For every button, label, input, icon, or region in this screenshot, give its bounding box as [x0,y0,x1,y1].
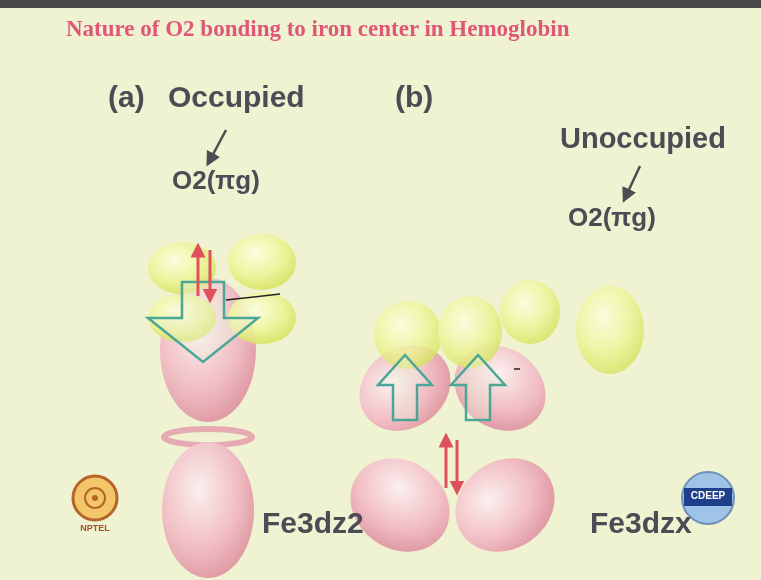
logo-ring [85,488,105,508]
orbital-name: Fe3dz2 [262,506,364,541]
orbital-lobe [437,439,573,571]
panel-letter: (a) [108,80,145,115]
slide-title: Nature of O2 bonding to iron center in H… [66,16,569,42]
panel-letter: (b) [395,80,433,115]
orbital-lobe [162,442,254,578]
callout-arrow [210,130,226,160]
orbital-state: Occupied [168,80,305,115]
orbital-lobe [332,439,468,571]
callout-arrow [626,166,640,196]
orbital-lobe [500,280,560,344]
logo-text: CDEEP [691,490,725,502]
back-donation-arrow [378,355,432,420]
donation-arrow [148,282,258,362]
top-bar [0,0,761,8]
orbital-lobe [438,296,502,368]
nptel-logo [73,476,117,520]
logo-band [684,488,732,506]
orbital-name: O2(πg) [568,203,656,233]
logo-dot [92,495,98,501]
slide-ground [0,8,761,580]
electron-spin-up [445,440,448,488]
fe-dzx-orbital [332,328,573,571]
orbital-lobe [576,286,644,374]
back-donation-arrow [451,355,505,420]
orbital-state: Unoccupied [560,122,726,155]
electron-spin-down [456,440,459,488]
orbital-lobe [228,234,296,290]
pointer-line [514,368,520,370]
orbital-name: Fe3dzx [590,506,692,541]
orbital-name: O2(πg) [172,166,260,196]
logo-text: NPTEL [80,523,110,533]
electron-spin-down [209,250,212,296]
pointer-line [226,294,280,300]
electron-spin-up [197,250,200,296]
logo-disc [73,476,117,520]
o2-pi-star-orbital [374,280,644,374]
